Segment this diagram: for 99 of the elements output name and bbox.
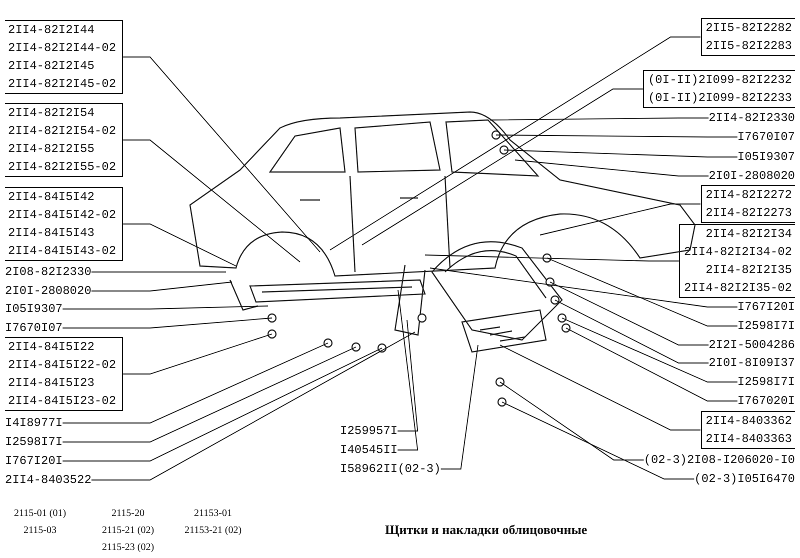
leader-line — [122, 224, 236, 266]
caption: Щитки и накладки облицовочные — [385, 522, 588, 538]
part-number: 2II4-82I2I44-02 — [8, 40, 116, 57]
model-code: 2115-03 — [24, 525, 56, 536]
leader-line — [330, 36, 702, 250]
leader-line — [62, 348, 382, 462]
model-code: 21153-01 — [194, 508, 232, 519]
part-number: 2II4-82I2I35 — [704, 262, 792, 279]
part-number: (02-3)I05I6470 — [694, 470, 795, 488]
leader-line — [122, 56, 320, 252]
part-number: 2I0I-8I09I37 — [708, 354, 795, 372]
part-number: I7670I07 — [5, 319, 63, 337]
part-number: 2II4-8403363 — [706, 431, 792, 448]
part-number: I05I9307 — [5, 300, 63, 318]
leader-line — [397, 320, 418, 432]
part-number-bracket — [5, 337, 124, 411]
leader-line — [554, 300, 710, 364]
part-number: 2II4-84I5I23 — [8, 375, 96, 392]
model-code: 2115-21 (02) — [102, 525, 154, 536]
part-number: 2II4-82I2I35-02 — [684, 280, 792, 297]
part-number: I05I9307 — [737, 148, 795, 166]
part-number-bracket — [642, 70, 795, 108]
part-number-bracket — [5, 103, 124, 177]
leader-line — [62, 342, 328, 424]
part-number: 2I0I-2808020 — [708, 167, 795, 185]
part-number: 2II4-84I5I42 — [8, 189, 96, 206]
leader-line — [546, 258, 738, 326]
part-number: 2II4-82I2273 — [706, 205, 792, 222]
leader-line — [424, 254, 680, 262]
leader-line — [90, 332, 416, 480]
leader-line — [514, 160, 710, 176]
leader-line — [90, 282, 232, 292]
leader-line — [504, 150, 738, 158]
leader-line — [500, 382, 644, 460]
leader-line — [440, 344, 478, 470]
part-number: 2II4-82I2I45-02 — [8, 76, 116, 93]
part-number: 2II4-82I2I45 — [8, 58, 96, 75]
part-number: I58962II(02-3) — [340, 460, 441, 478]
part-number: I767I20I — [737, 298, 795, 316]
part-number-bracket — [678, 224, 795, 298]
part-number: 2II4-82I2I54 — [8, 105, 96, 122]
part-number: I7670I07 — [737, 128, 795, 146]
part-number: I4I8977I — [5, 414, 63, 432]
leader-line — [500, 344, 702, 430]
part-number: 2II4-84I5I43 — [8, 225, 96, 242]
part-number: 2II4-82I2I34 — [704, 226, 792, 243]
leader-line — [566, 328, 738, 402]
part-number: I2598I7I — [737, 373, 795, 391]
part-number-bracket — [5, 20, 124, 94]
model-code: 2115-20 — [112, 508, 144, 519]
part-number: I40545II — [340, 441, 398, 459]
part-number: 2II4-8403362 — [706, 413, 792, 430]
leader-line — [430, 268, 738, 308]
leader-line — [397, 290, 418, 450]
part-number: (0I-II)2I099-82I2233 — [648, 90, 792, 107]
part-number: 2II4-82I2330 — [708, 109, 795, 127]
part-number: 2I08-82I2330 — [5, 263, 92, 281]
part-number-bracket — [700, 18, 795, 56]
part-number: 2II4-84I5I23-02 — [8, 393, 116, 410]
part-number: (02-3)2I08-I206020-I0 — [644, 451, 795, 469]
leader-line — [502, 402, 695, 480]
leader-line — [62, 318, 272, 328]
part-number: 2II4-82I2I44 — [8, 22, 96, 39]
model-code: 2115-23 (02) — [102, 542, 154, 553]
leader-line — [122, 140, 300, 262]
model-code: 2115-01 (01) — [14, 508, 66, 519]
leader-line — [496, 134, 738, 138]
part-number: I2598I7I — [5, 433, 63, 451]
leader-line — [550, 282, 710, 346]
part-number: 2II4-84I5I22 — [8, 339, 96, 356]
part-number: 2II4-82I2I55 — [8, 141, 96, 158]
model-code: 21153-21 (02) — [184, 525, 242, 536]
leader-line — [62, 346, 356, 442]
part-number: 2II4-84I5I42-02 — [8, 207, 116, 224]
part-number: 2II4-82I2I34-02 — [684, 244, 792, 261]
part-number: 2I2I-5004286 — [708, 336, 795, 354]
part-number: I767I20I — [5, 452, 63, 470]
part-number: I259957I — [340, 422, 398, 440]
part-number-bracket — [5, 187, 124, 261]
part-number-bracket — [700, 185, 795, 223]
part-number: 2I0I-2808020 — [5, 282, 92, 300]
leader-line — [362, 88, 644, 246]
part-number: 2II4-8403522 — [5, 471, 92, 489]
leader-line — [122, 334, 272, 374]
leader-line — [62, 306, 268, 310]
part-number-bracket — [700, 411, 795, 449]
part-number: (0I-II)2I099-82I2232 — [648, 72, 792, 89]
part-number: I2598I7I — [737, 317, 795, 335]
part-number: 2II5-82I2283 — [706, 38, 792, 55]
part-number: 2II4-82I2272 — [706, 187, 792, 204]
part-number: I767020I — [737, 392, 795, 410]
part-number: 2II4-82I2I54-02 — [8, 123, 116, 140]
leader-line — [562, 318, 738, 382]
leader-line — [540, 204, 702, 236]
part-number: 2II5-82I2282 — [706, 20, 792, 37]
part-number: 2II4-84I5I43-02 — [8, 243, 116, 260]
leader-line — [490, 118, 710, 120]
part-number: 2II4-84I5I22-02 — [8, 357, 116, 374]
part-number: 2II4-82I2I55-02 — [8, 159, 116, 176]
